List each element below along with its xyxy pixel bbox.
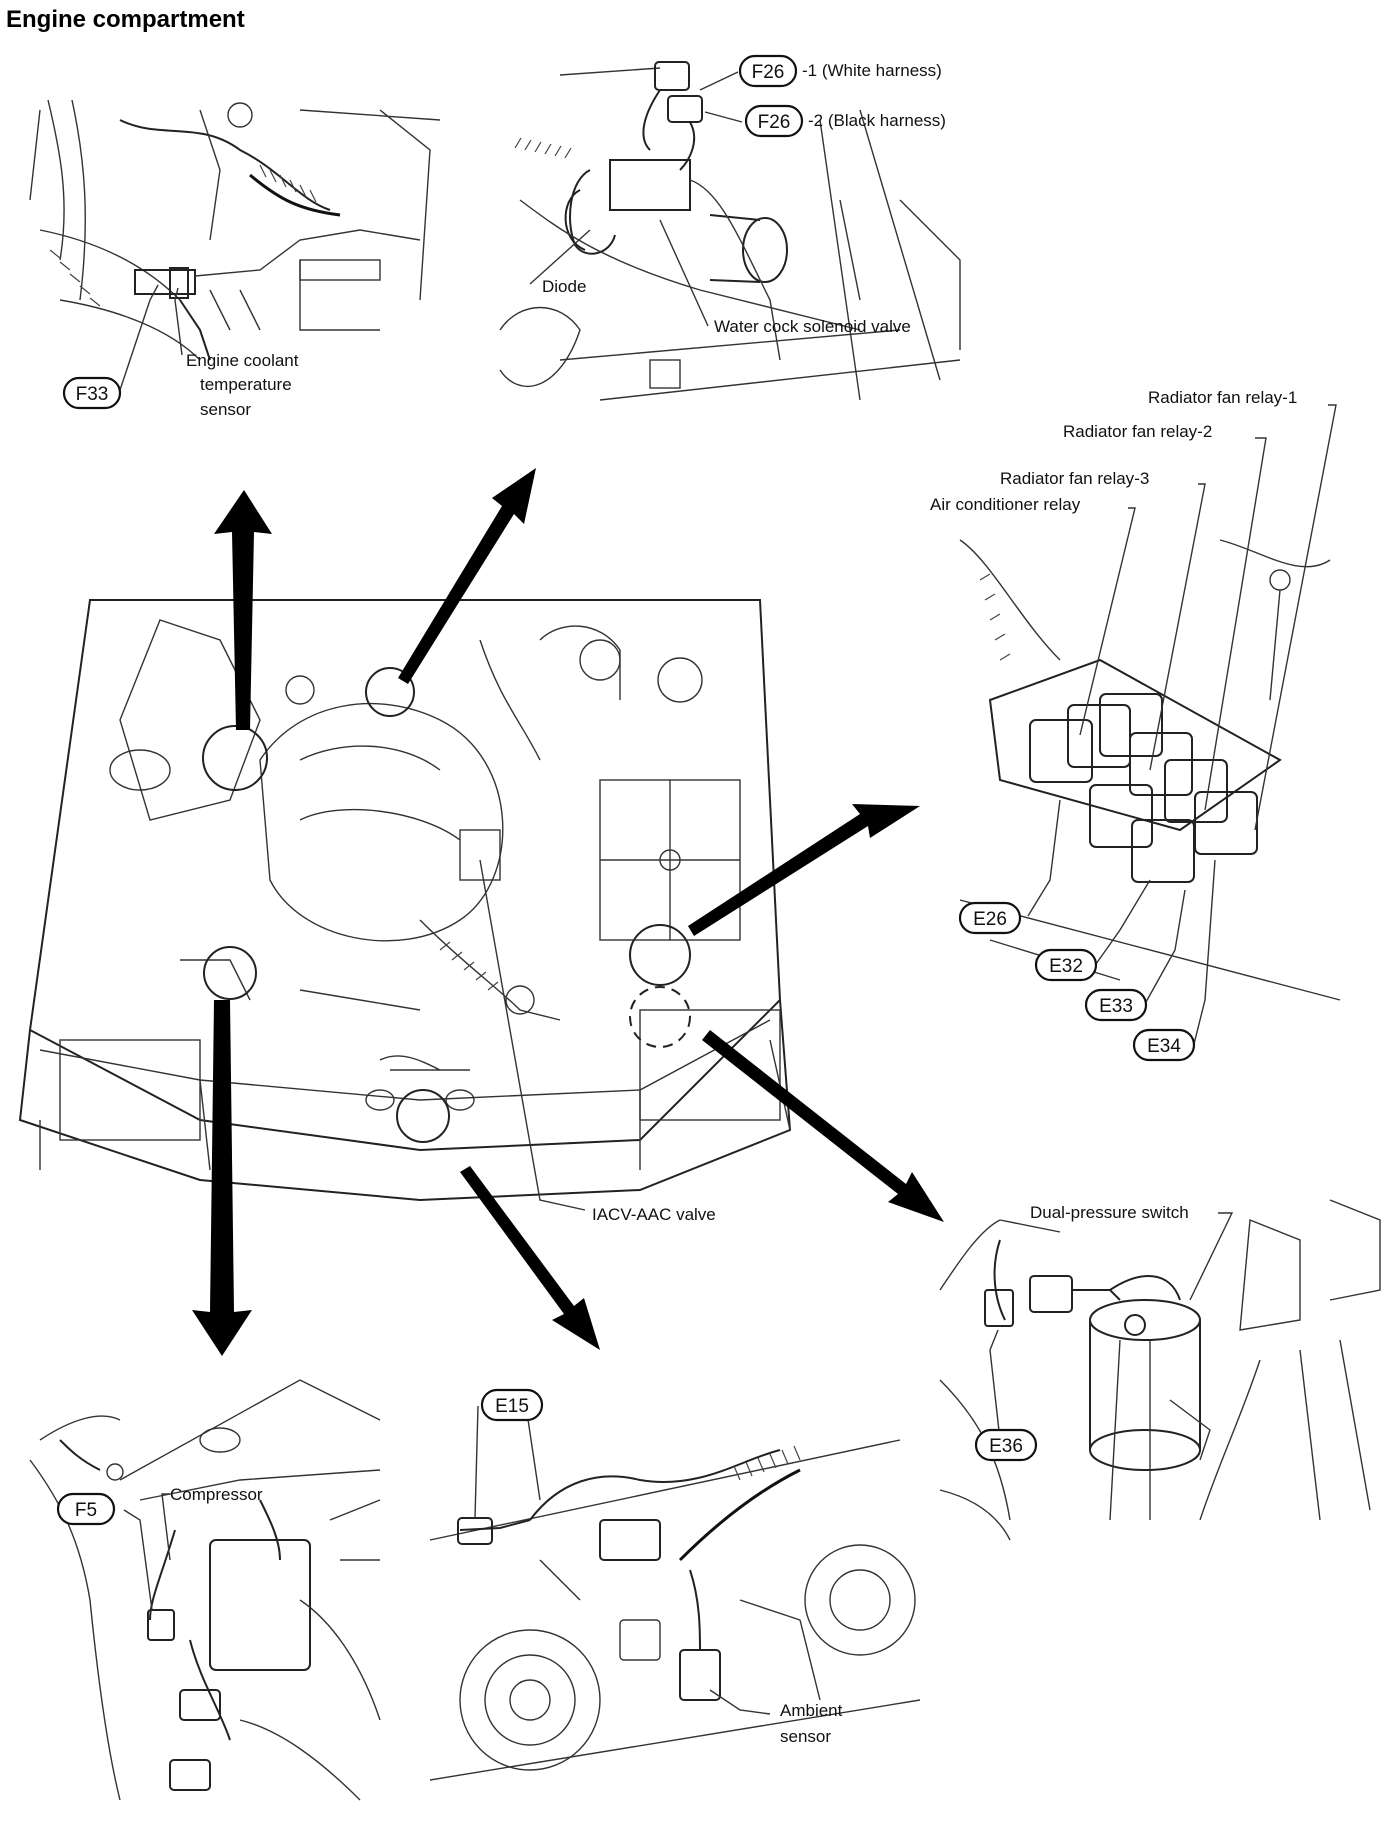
ac-relay-label: Air conditioner relay	[930, 495, 1081, 514]
svg-text:E15: E15	[495, 1396, 529, 1417]
connector-f5: F5	[56, 1492, 116, 1526]
water-cock-detail	[499, 61, 961, 401]
ambient-sensor-detail	[429, 1405, 921, 1781]
svg-text:F33: F33	[76, 384, 109, 405]
relay-box-detail	[959, 404, 1341, 1045]
fan-relay-2-label: Radiator fan relay-2	[1063, 422, 1212, 441]
coolant-sensor-detail	[29, 99, 441, 391]
diode-label: Diode	[542, 277, 586, 296]
coolant-label-3: sensor	[200, 400, 251, 419]
coolant-label-2: temperature	[200, 375, 292, 394]
connector-e36: E36	[974, 1428, 1038, 1462]
fan-relay-1-label: Radiator fan relay-1	[1148, 388, 1297, 407]
arrows	[192, 468, 944, 1356]
svg-text:F5: F5	[75, 1500, 97, 1521]
white-harness-label: -1 (White harness)	[802, 61, 942, 80]
svg-text:F26: F26	[758, 112, 791, 133]
ambient-label-2: sensor	[780, 1727, 831, 1746]
connector-e26: E26	[958, 901, 1022, 935]
fan-relay-3-label: Radiator fan relay-3	[1000, 469, 1149, 488]
svg-text:E26: E26	[973, 909, 1007, 930]
connector-e33: E33	[1084, 988, 1148, 1022]
svg-text:E32: E32	[1049, 956, 1083, 977]
black-harness-label: -2 (Black harness)	[808, 111, 946, 130]
engine-bay-overview	[18, 599, 792, 1211]
coolant-label-1: Engine coolant	[186, 351, 299, 370]
dual-pressure-detail	[939, 1199, 1381, 1541]
iacv-label: IACV-AAC valve	[592, 1205, 716, 1224]
connector-e32: E32	[1034, 948, 1098, 982]
svg-text:F26: F26	[752, 62, 785, 83]
connector-e34: E34	[1132, 1028, 1196, 1062]
ambient-label-1: Ambient	[780, 1701, 843, 1720]
svg-text:E34: E34	[1147, 1036, 1181, 1057]
water-cock-label: Water cock solenoid valve	[714, 317, 911, 336]
connector-f33: F33	[62, 376, 122, 410]
compressor-detail	[29, 1379, 381, 1801]
compressor-label: Compressor	[170, 1485, 263, 1504]
connector-e15: E15	[480, 1388, 544, 1422]
connector-f26-2: F26	[744, 104, 804, 138]
dual-pressure-label: Dual-pressure switch	[1030, 1203, 1189, 1222]
svg-text:E33: E33	[1099, 996, 1133, 1017]
page-title: Engine compartment	[6, 6, 245, 33]
svg-text:E36: E36	[989, 1436, 1023, 1457]
connector-f26-1: F26	[738, 54, 798, 88]
